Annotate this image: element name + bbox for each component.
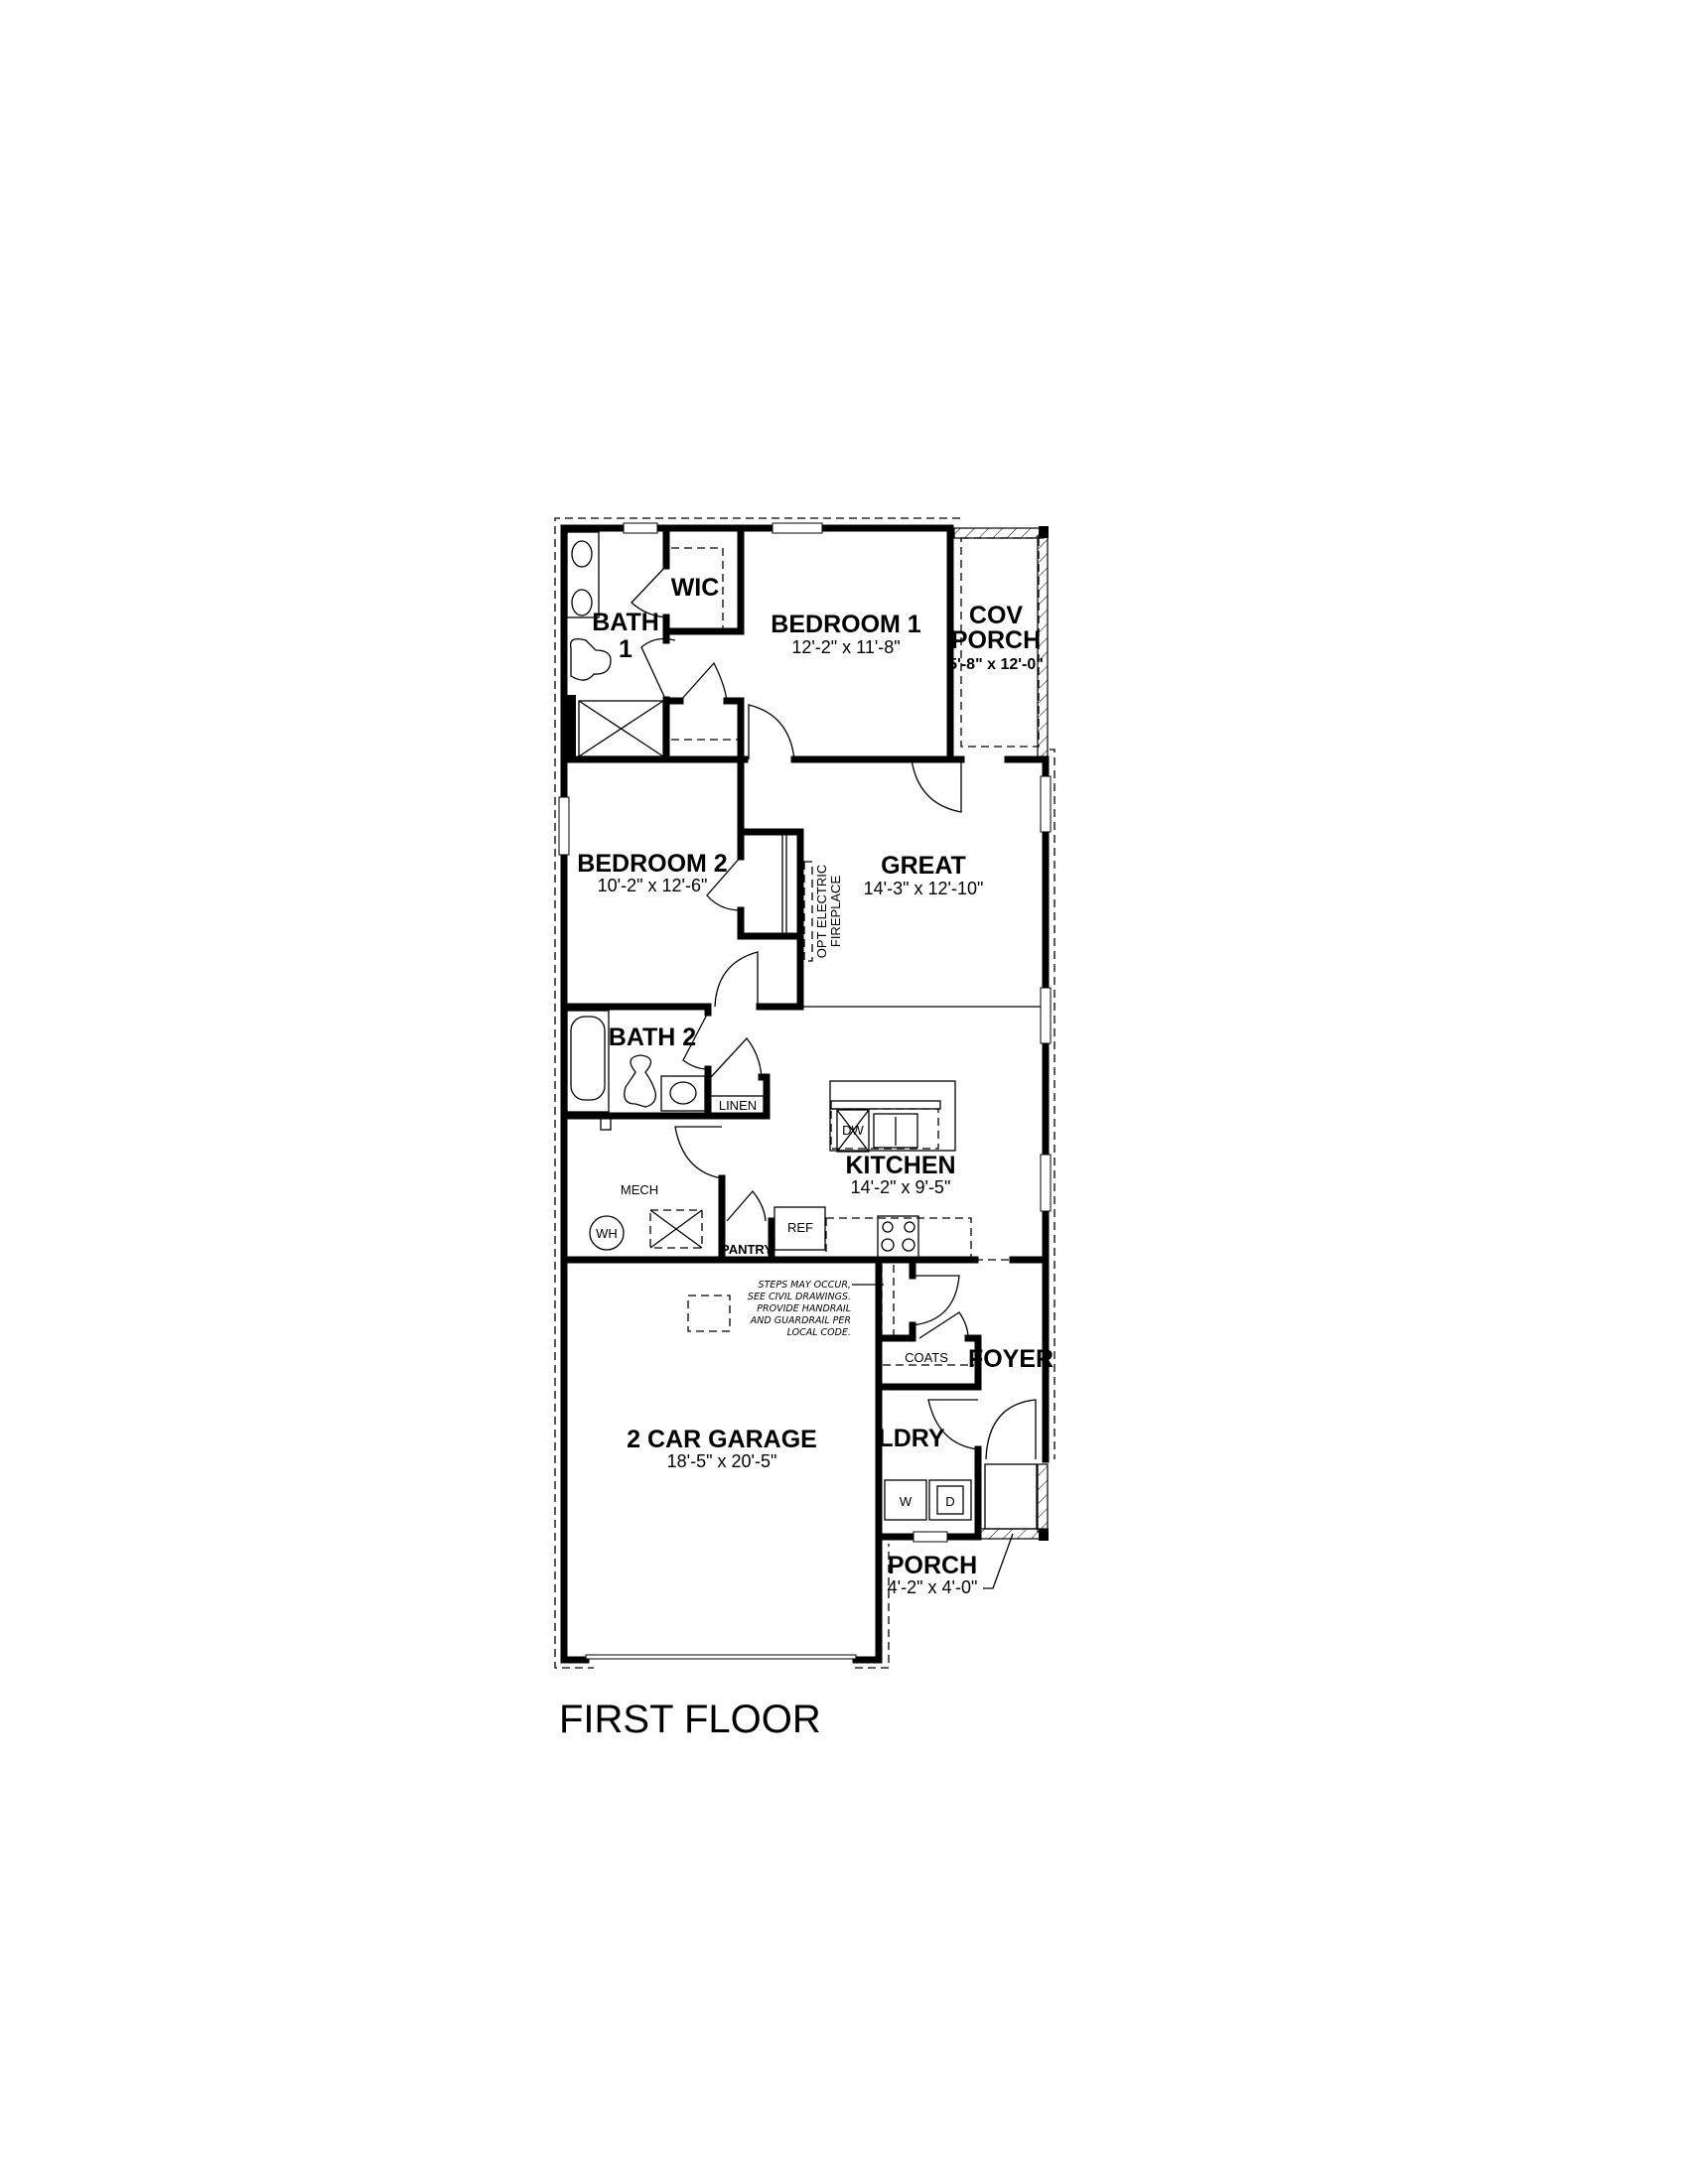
cov-porch-label-2: PORCH <box>951 626 1041 654</box>
doors <box>631 565 1037 1460</box>
kitchen-label: KITCHEN <box>845 1152 955 1179</box>
great-label: GREAT <box>881 852 966 880</box>
wic-shelf <box>671 547 738 741</box>
coats-label: COATS <box>905 1350 948 1365</box>
linen-label: LINEN <box>719 1098 757 1113</box>
laundry-fixtures <box>883 1364 1014 1589</box>
garage-dims: 18'-5" x 20'-5" <box>667 1451 777 1471</box>
ldry-label: LDRY <box>878 1425 944 1452</box>
bath1-label-2: 1 <box>619 635 633 663</box>
ref-label: REF <box>787 1220 813 1235</box>
bedroom2-label: BEDROOM 2 <box>577 850 727 878</box>
pantry-label: PANTRY <box>721 1242 773 1257</box>
cov-porch-hatch <box>953 526 1049 757</box>
washer-label: W <box>900 1494 913 1509</box>
garage-label: 2 CAR GARAGE <box>627 1426 817 1453</box>
bedroom2-dims: 10'-2" x 12'-6" <box>598 876 708 895</box>
room-labels: WIC BATH 1 BEDROOM 1 12'-2" x 11'-8" COV… <box>577 574 1054 1597</box>
dryer-label: D <box>945 1494 954 1509</box>
porch-label: PORCH <box>888 1552 977 1579</box>
steps-note: STEPS MAY OCCUR, SEE CIVIL DRAWINGS. PRO… <box>748 1280 884 1338</box>
kitchen-dims: 14'-2" x 9'-5" <box>851 1177 951 1197</box>
great-dims: 14'-3" x 12'-10" <box>864 879 984 898</box>
note-line: LOCAL CODE. <box>787 1327 851 1338</box>
note-line: PROVIDE HANDRAIL <box>757 1303 851 1314</box>
dw-label: DW <box>842 1123 864 1138</box>
porch-hatch <box>977 1463 1049 1541</box>
bedroom1-label: BEDROOM 1 <box>771 611 921 638</box>
floor-title: FIRST FLOOR <box>559 1698 821 1741</box>
windows <box>558 522 1052 1660</box>
bath2-label: BATH 2 <box>609 1024 696 1051</box>
walls <box>560 524 1050 1664</box>
foyer-label: FOYER <box>968 1345 1054 1373</box>
note-line: SEE CIVIL DRAWINGS. <box>748 1292 851 1302</box>
water-heater-label: WH <box>596 1226 618 1241</box>
cov-porch-dims: 5'-8" x 12'-0" <box>948 656 1044 673</box>
bath1-label: BATH <box>592 609 659 636</box>
fireplace: OPT ELECTRIC FIREPLACE <box>781 834 843 962</box>
note-line: STEPS MAY OCCUR, <box>759 1280 851 1291</box>
mech-label: MECH <box>621 1182 658 1197</box>
bath2-fixtures <box>566 1010 765 1115</box>
cov-porch-label: COV <box>969 602 1024 629</box>
bath1-fixtures <box>564 531 664 757</box>
mech-fixtures <box>589 1115 731 1332</box>
note-line: AND GUARDRAIL PER <box>750 1315 851 1326</box>
property-outline <box>554 517 1055 1669</box>
wic-label: WIC <box>671 574 720 602</box>
porch-dims: 4'-2" x 4'-0" <box>888 1577 978 1597</box>
fireplace-label-2: FIREPLACE <box>828 876 843 948</box>
kitchen-island <box>829 1080 956 1153</box>
fireplace-label: OPT ELECTRIC <box>814 865 829 958</box>
kitchen-counter <box>774 1206 1033 1261</box>
bedroom1-dims: 12'-2" x 11'-8" <box>791 637 900 657</box>
